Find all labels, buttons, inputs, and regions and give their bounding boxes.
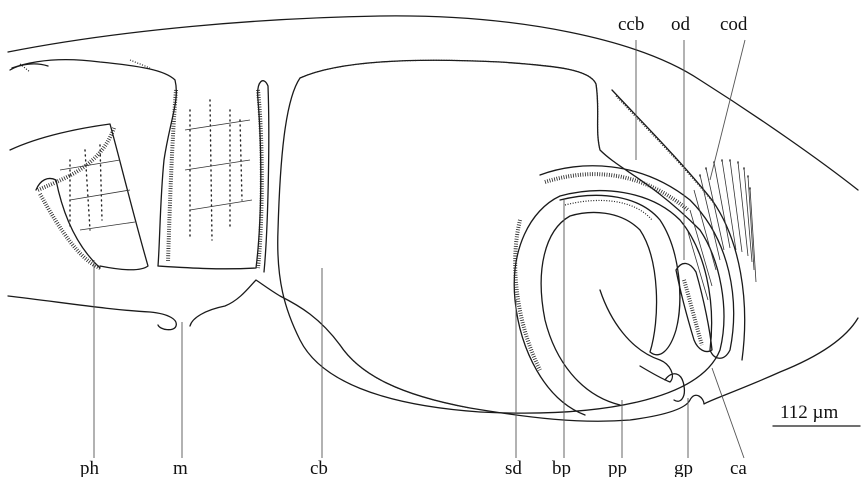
- label-sd: sd: [505, 458, 522, 477]
- label-cod: cod: [720, 14, 748, 35]
- label-gp: gp: [674, 458, 693, 477]
- pharynx: [10, 60, 269, 272]
- scale-bar-label: 112 µm: [780, 402, 838, 423]
- label-ph: ph: [80, 458, 100, 477]
- label-ccb: ccb: [618, 14, 644, 35]
- label-m: m: [173, 458, 188, 477]
- label-cb: cb: [310, 458, 328, 477]
- label-bp: bp: [552, 458, 571, 477]
- label-pp: pp: [608, 458, 627, 477]
- label-od: od: [671, 14, 691, 35]
- scale-bar: 112 µm: [773, 402, 860, 426]
- central-cavity: [278, 60, 724, 413]
- label-ca: ca: [730, 458, 747, 477]
